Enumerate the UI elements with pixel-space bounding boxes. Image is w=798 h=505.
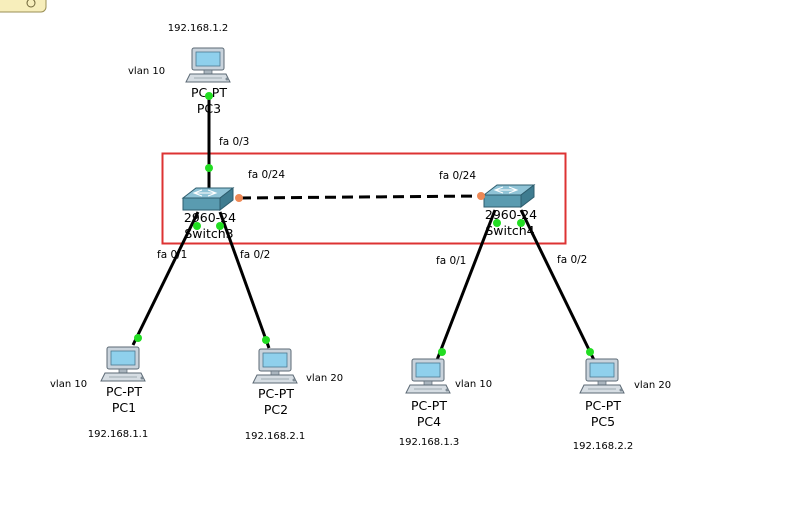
ip-label-pc5: 192.168.2.2: [573, 441, 633, 452]
switch-icon: [182, 187, 234, 211]
port-label-sw3-trunk: fa 0/24: [248, 169, 285, 181]
vlan-label-pc1: vlan 10: [50, 379, 87, 390]
pc5-device[interactable]: PC-PT PC5: [579, 358, 625, 429]
link-switch4-pc4: [435, 209, 497, 361]
pc-icon: [579, 358, 625, 394]
ip-label-pc4: 192.168.1.3: [399, 437, 459, 448]
pc-icon: [405, 358, 451, 394]
switch3-model: 2960-24: [184, 210, 236, 225]
port-label-sw3-pc1: fa 0/1: [157, 249, 187, 261]
switch4-name: Switch4: [485, 223, 534, 238]
port-dot-pc2: [262, 336, 270, 344]
pc3-name: PC3: [197, 101, 221, 116]
switch-icon: [483, 184, 535, 208]
port-dot-pc3: [205, 92, 213, 100]
pc4-device[interactable]: PC-PT PC4: [405, 358, 451, 429]
switch4-model: 2960-24: [485, 207, 537, 222]
port-dot-pc5: [586, 348, 594, 356]
port-dot-sw4-trunk: [477, 192, 485, 200]
port-label-sw3-pc3: fa 0/3: [219, 136, 249, 148]
switch4-device[interactable]: 2960-24 Switch4: [483, 184, 537, 238]
ip-label-pc3: 192.168.1.2: [168, 23, 228, 34]
port-dot-sw4-fa02: [517, 219, 525, 227]
port-dot-sw4-fa01: [493, 219, 501, 227]
ip-label-pc2: 192.168.2.1: [245, 431, 305, 442]
pc2-device[interactable]: PC-PT PC2: [252, 348, 298, 417]
pc2-model: PC-PT: [258, 386, 294, 401]
pc3-device[interactable]: PC-PT PC3: [185, 47, 231, 116]
port-dot-sw3-trunk: [235, 194, 243, 202]
link-switch3-pc2: [218, 211, 271, 349]
pc1-name: PC1: [112, 400, 136, 415]
link-trunk: [239, 194, 481, 200]
port-label-sw4-pc5: fa 0/2: [557, 254, 587, 266]
port-label-sw4-trunk: fa 0/24: [439, 170, 476, 182]
pc2-name: PC2: [264, 402, 288, 417]
links: [131, 96, 596, 361]
switch3-name: Switch3: [184, 226, 233, 241]
vlan-label-pc2: vlan 20: [306, 373, 343, 384]
port-dot-sw3-fa02: [216, 222, 224, 230]
port-label-sw3-pc2: fa 0/2: [240, 249, 270, 261]
pc-icon: [252, 348, 298, 384]
port-dots: [134, 92, 594, 356]
pc1-device[interactable]: PC-PT PC1: [100, 346, 146, 415]
vlan-label-pc3: vlan 10: [128, 66, 165, 77]
port-dot-pc4: [438, 348, 446, 356]
port-label-sw4-pc4: fa 0/1: [436, 255, 466, 267]
pc4-name: PC4: [417, 414, 441, 429]
port-dot-sw3-fa01: [193, 222, 201, 230]
pc5-model: PC-PT: [585, 398, 621, 413]
switch3-device[interactable]: 2960-24 Switch3: [182, 187, 236, 241]
port-dot-sw3-fa03: [205, 164, 213, 172]
vlan-label-pc4: vlan 10: [455, 379, 492, 390]
highlight-box: [161, 152, 567, 245]
port-dot-pc1: [134, 334, 142, 342]
pc-icon: [100, 346, 146, 382]
link-switch3-pc1: [131, 211, 200, 346]
pc4-model: PC-PT: [411, 398, 447, 413]
toolbar-button-fragment[interactable]: [0, 0, 47, 13]
pc-icon: [185, 47, 231, 83]
link-switch4-pc5: [519, 209, 596, 361]
ip-label-pc1: 192.168.1.1: [88, 429, 148, 440]
vlan-label-pc5: vlan 20: [634, 380, 671, 391]
pc5-name: PC5: [591, 414, 615, 429]
pc1-model: PC-PT: [106, 384, 142, 399]
